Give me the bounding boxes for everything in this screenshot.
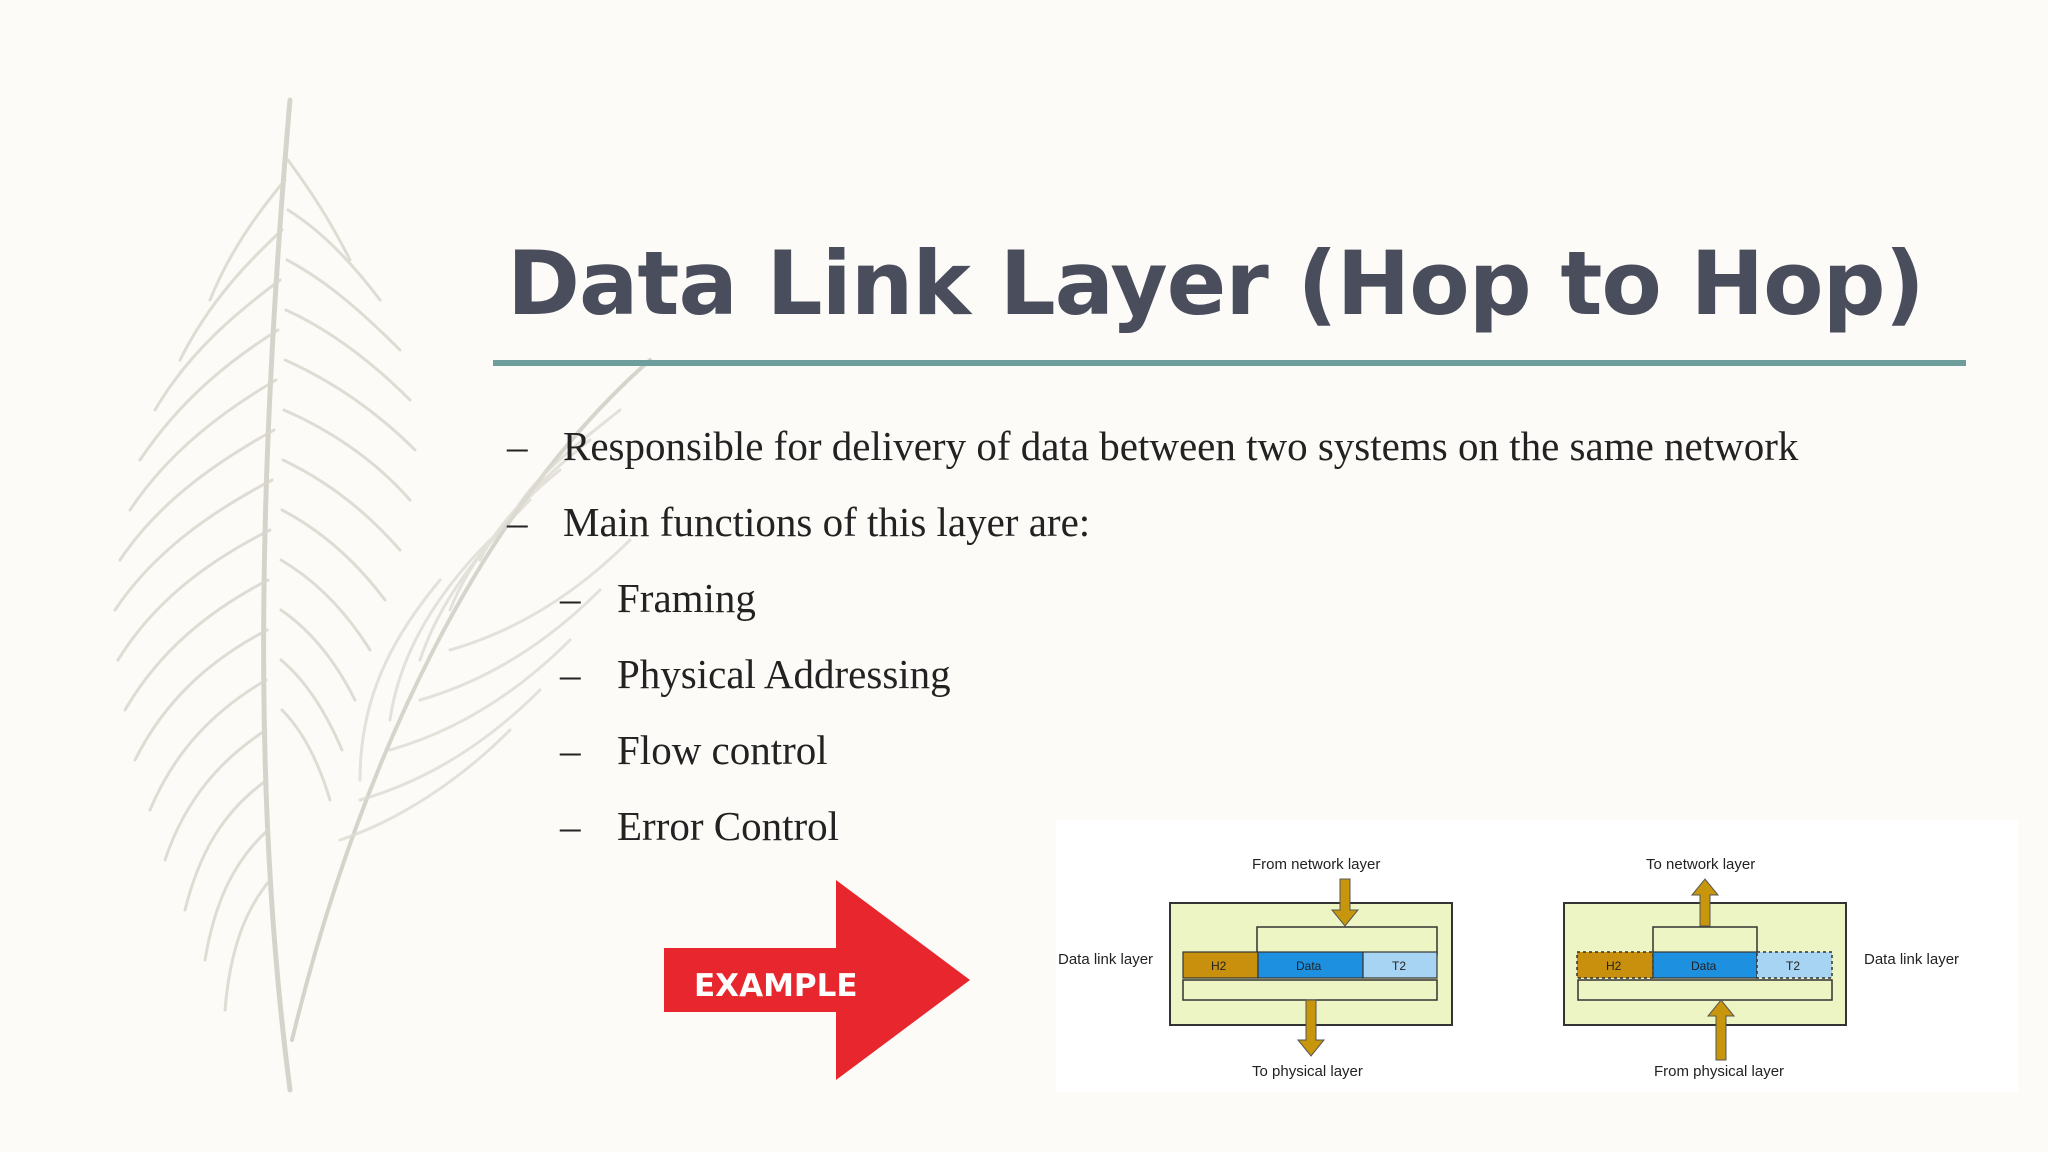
arrow-shape bbox=[664, 880, 970, 1080]
receiver-frame-outline bbox=[1577, 979, 1833, 1001]
example-label: EXAMPLE bbox=[694, 968, 858, 1004]
sender-data-block bbox=[1257, 951, 1364, 979]
sub-bullet-item: – Error Control bbox=[560, 802, 1360, 852]
bullet-text: Framing bbox=[617, 575, 756, 621]
sender-trailer-t2 bbox=[1362, 951, 1438, 979]
sub-bullet-item: – Physical Addressing bbox=[560, 650, 1360, 700]
receiver-header-h2 bbox=[1576, 951, 1654, 979]
sender-h2-text: H2 bbox=[1211, 959, 1227, 973]
sender-data-text: Data bbox=[1296, 959, 1322, 973]
bullet-dash: – bbox=[507, 499, 528, 545]
sender-side-label: Data link layer bbox=[1058, 951, 1153, 968]
bullet-item: – Responsible for delivery of data betwe… bbox=[507, 422, 2007, 472]
bullet-dash: – bbox=[560, 803, 581, 849]
sub-bullet-item: – Flow control bbox=[560, 726, 1360, 776]
sub-bullet-item: – Framing bbox=[560, 574, 1360, 624]
sender-in-arrow bbox=[1330, 878, 1360, 927]
sender-t2-text: T2 bbox=[1392, 959, 1406, 973]
receiver-trailer-t2 bbox=[1756, 951, 1833, 979]
sender-out-arrow bbox=[1296, 999, 1326, 1057]
receiver-data-text: Data bbox=[1691, 959, 1717, 973]
receiver-side-label: Data link layer bbox=[1864, 951, 1959, 968]
sender-bottom-label: To physical layer bbox=[1252, 1063, 1363, 1080]
receiver-h2-text: H2 bbox=[1606, 959, 1622, 973]
sender-top-label: From network layer bbox=[1252, 856, 1380, 873]
feather-decoration bbox=[113, 97, 652, 1093]
bullet-dash: – bbox=[560, 651, 581, 697]
bullet-text: Main functions of this layer are: bbox=[563, 499, 1091, 545]
data-link-diagram: From network layer Data link layer To ph… bbox=[1056, 820, 2018, 1092]
bullet-text: Responsible for delivery of data between… bbox=[563, 423, 1799, 469]
diagram-svg: From network layer Data link layer To ph… bbox=[1058, 856, 1959, 1080]
receiver-out-arrow bbox=[1690, 878, 1720, 927]
bullet-dash: – bbox=[507, 423, 528, 469]
title-underline bbox=[493, 360, 1966, 366]
bullet-dash: – bbox=[560, 727, 581, 773]
receiver-top-label: To network layer bbox=[1646, 856, 1755, 873]
example-arrow: EXAMPLE bbox=[664, 880, 970, 1080]
receiver-bottom-label: From physical layer bbox=[1654, 1063, 1784, 1080]
receiver-data-block bbox=[1652, 951, 1758, 979]
receiver-t2-text: T2 bbox=[1786, 959, 1800, 973]
bullet-text: Error Control bbox=[617, 803, 840, 849]
bullet-item: – Main functions of this layer are: bbox=[507, 498, 1507, 548]
bullet-dash: – bbox=[560, 575, 581, 621]
receiver-in-arrow bbox=[1706, 999, 1736, 1061]
bullet-text: Flow control bbox=[617, 727, 828, 773]
bullet-text: Physical Addressing bbox=[617, 651, 951, 697]
slide-title: Data Link Layer (Hop to Hop) bbox=[507, 232, 1925, 335]
